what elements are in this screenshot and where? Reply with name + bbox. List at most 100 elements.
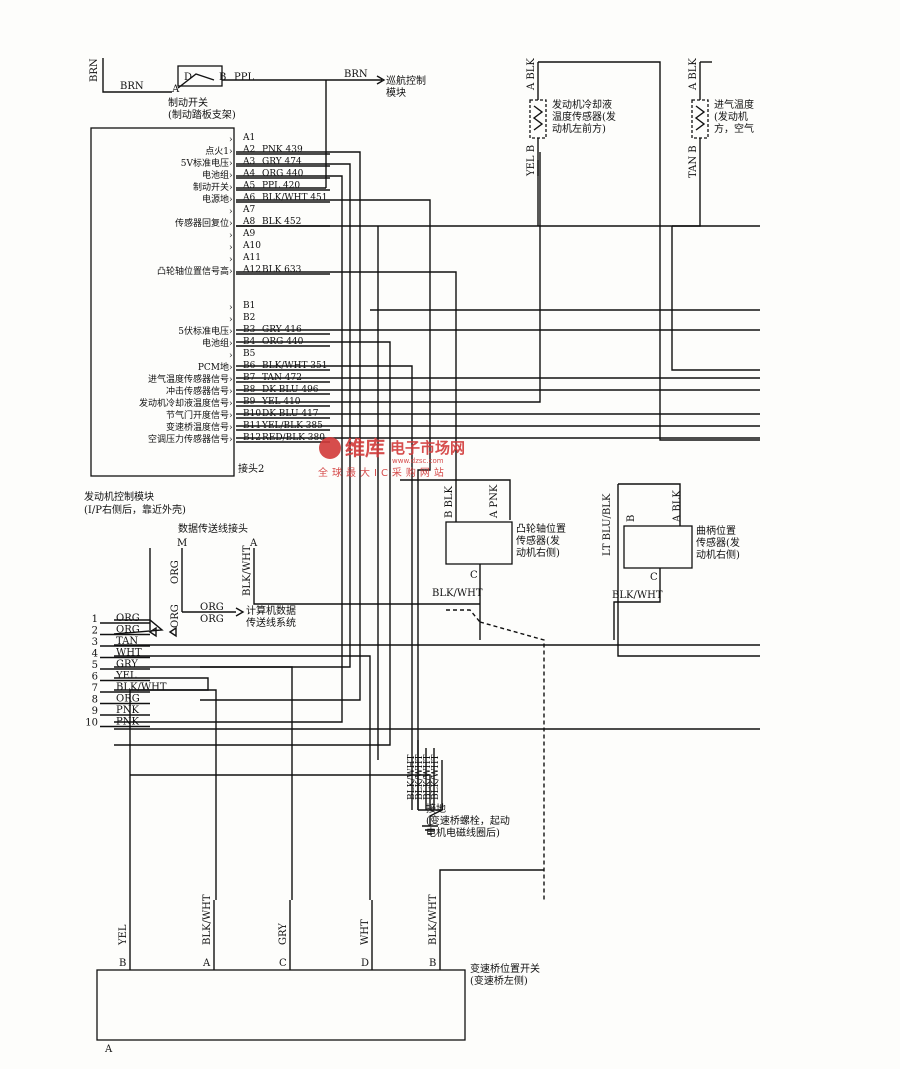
pcm-pin-arrow: ›	[229, 219, 233, 229]
pcm-signal-label: 传感器回复位	[175, 217, 229, 229]
pcm-pin-arrow: ›	[229, 375, 233, 385]
pcm-pin-arrow: ›	[229, 327, 233, 337]
text-line: 接地	[426, 802, 446, 815]
pcm-wire-label: PNK 439	[262, 145, 303, 155]
wire-b4-org	[114, 341, 391, 746]
pcm-signal-label: 制动开关	[193, 181, 229, 193]
pcm-pin-a6: A6	[242, 193, 255, 203]
switch-a-label: A	[171, 84, 180, 95]
pcm-wires	[114, 151, 760, 810]
cam-pin-a-label: A PNK	[489, 484, 500, 519]
pcm-pin-arrow: ›	[229, 411, 233, 421]
text-line: 动机右侧)	[516, 546, 560, 559]
pcm-pin-arrow: ›	[229, 435, 233, 445]
harness-number: 8	[92, 695, 98, 706]
harness-number: 10	[85, 718, 98, 729]
harness-color: PNK	[116, 705, 139, 716]
watermark-url: www.dzsc.com	[392, 457, 444, 465]
crank-signal-wire	[617, 484, 760, 657]
intake-top-label: A BLK	[688, 58, 699, 91]
pcm-pin-arrow: ›	[229, 171, 233, 181]
pcm-signal-label: 空调压力传感器信号	[148, 433, 229, 445]
cam-pin-b-label: B BLK	[444, 485, 455, 518]
intake-sensor: A BLK TAN B 进气温度(发动机方，空气	[672, 58, 754, 227]
crank-pin-a-label: A BLK	[672, 490, 683, 523]
ground-wire-label: BLK/WHT	[423, 755, 433, 800]
trans-switch-name: 变速桥位置开关(变速桥左侧)	[470, 962, 540, 987]
crank-sensor-name: 曲柄位置传感器(发动机右侧)	[696, 524, 740, 561]
pcm-pin-arrow: ›	[229, 399, 233, 409]
dlc-dest-arrow	[182, 607, 245, 617]
cam-pin-c-label: C	[470, 570, 478, 581]
pcm-pin-arrow: ›	[229, 183, 233, 193]
harness-color: YEL	[115, 671, 137, 682]
watermark-brand: 维库	[345, 436, 385, 460]
pcm-signal-label: 电源地	[202, 193, 229, 205]
pcm-pin-arrow: ›	[229, 267, 233, 277]
harness-color: WHT	[116, 648, 142, 659]
text-line: 动机右侧)	[696, 548, 740, 561]
crank-pin-b-label: LT BLU/BLK	[602, 493, 613, 556]
dlc-pin-m: M	[177, 538, 187, 549]
intake-bottom-wire	[672, 138, 701, 227]
crank-top-wire	[618, 483, 681, 526]
brn-right-label: BRN	[344, 69, 368, 80]
pcm-pin-a12: A12	[242, 265, 261, 275]
dlc-pin-a: A	[249, 538, 258, 549]
cruise-arrow	[372, 75, 386, 85]
brn-wire-left	[102, 58, 172, 93]
crank-pin-c-label: C	[650, 572, 658, 583]
pcm-caption: 发动机控制模块(I/P右侧后，靠近外壳)	[84, 490, 186, 516]
pcm-wire-label: PPL 420	[262, 181, 300, 191]
text-line: 传感器(发	[696, 536, 740, 549]
pcm-pin-a5: A5	[242, 181, 255, 191]
cam-harness-wire	[400, 479, 511, 520]
harness-number: 9	[92, 706, 98, 717]
text-line: (I/P右侧后，靠近外壳)	[84, 503, 186, 516]
coolant-sensor: A BLK YEL B 发动机冷却液温度传感器(发动机左前方)	[526, 58, 661, 226]
harness-color: PNK	[116, 717, 139, 728]
text-line: 传送线系统	[246, 616, 296, 629]
pcm-pin-a7: A7	[242, 205, 255, 215]
pcm-wire-label: GRY 474	[262, 157, 302, 167]
harness-color: ORG	[116, 625, 140, 636]
dlc-dest-wire2: ORG	[200, 614, 224, 625]
trans-pin-wire-label: BLK/WHT	[428, 894, 439, 945]
pcm-pin-b2: B2	[243, 313, 255, 323]
harness-blkwht-wire	[114, 689, 217, 900]
text-line: 模块	[386, 87, 406, 99]
pcm-pin-arrow: ›	[229, 315, 233, 325]
harness-number: 4	[92, 649, 98, 660]
text-line: 巡航控制	[386, 74, 426, 87]
harness-number: 5	[92, 660, 98, 671]
coolant-bottom-label: YEL B	[526, 145, 537, 177]
harness-gry-wire	[200, 666, 293, 900]
harness-color: BLK/WHT	[116, 682, 167, 693]
cam-sensor-name: 凸轮轴位置传感器(发动机右侧)	[516, 522, 566, 559]
dlc-chevron-icon	[148, 626, 177, 638]
trans-pin-wire-label: YEL	[118, 924, 129, 946]
pcm-pin-a4: A4	[242, 169, 255, 179]
pcm-pin-arrow: ›	[229, 303, 233, 313]
pcm-pin-a2: A2	[242, 145, 255, 155]
pcm-signal-label: 电池组	[202, 169, 229, 181]
pcm-signal-label: 节气门开度信号	[166, 409, 229, 421]
pcm-wire-label: BLK/WHT 451	[262, 193, 328, 203]
harness-number: 7	[92, 683, 98, 694]
harness-number: 6	[92, 672, 98, 683]
watermark-logo-icon	[319, 437, 341, 459]
text-line: 曲柄位置	[696, 524, 736, 537]
ppl-label: PPL	[234, 72, 254, 83]
pcm-wire-label: BLK 633	[262, 265, 302, 275]
wire-b9-yel	[236, 152, 541, 403]
harness-color: GRY	[116, 659, 138, 670]
pcm-pin-arrow: ›	[229, 147, 233, 157]
data-link-connector: 数据传送线接头 M A ORG BLK/WHT ORG ORG ORG 计算机数…	[113, 522, 480, 638]
harness-wht-wire	[114, 655, 371, 900]
trans-pin-letter: A	[202, 958, 211, 969]
wire-a12-blk	[236, 271, 457, 480]
